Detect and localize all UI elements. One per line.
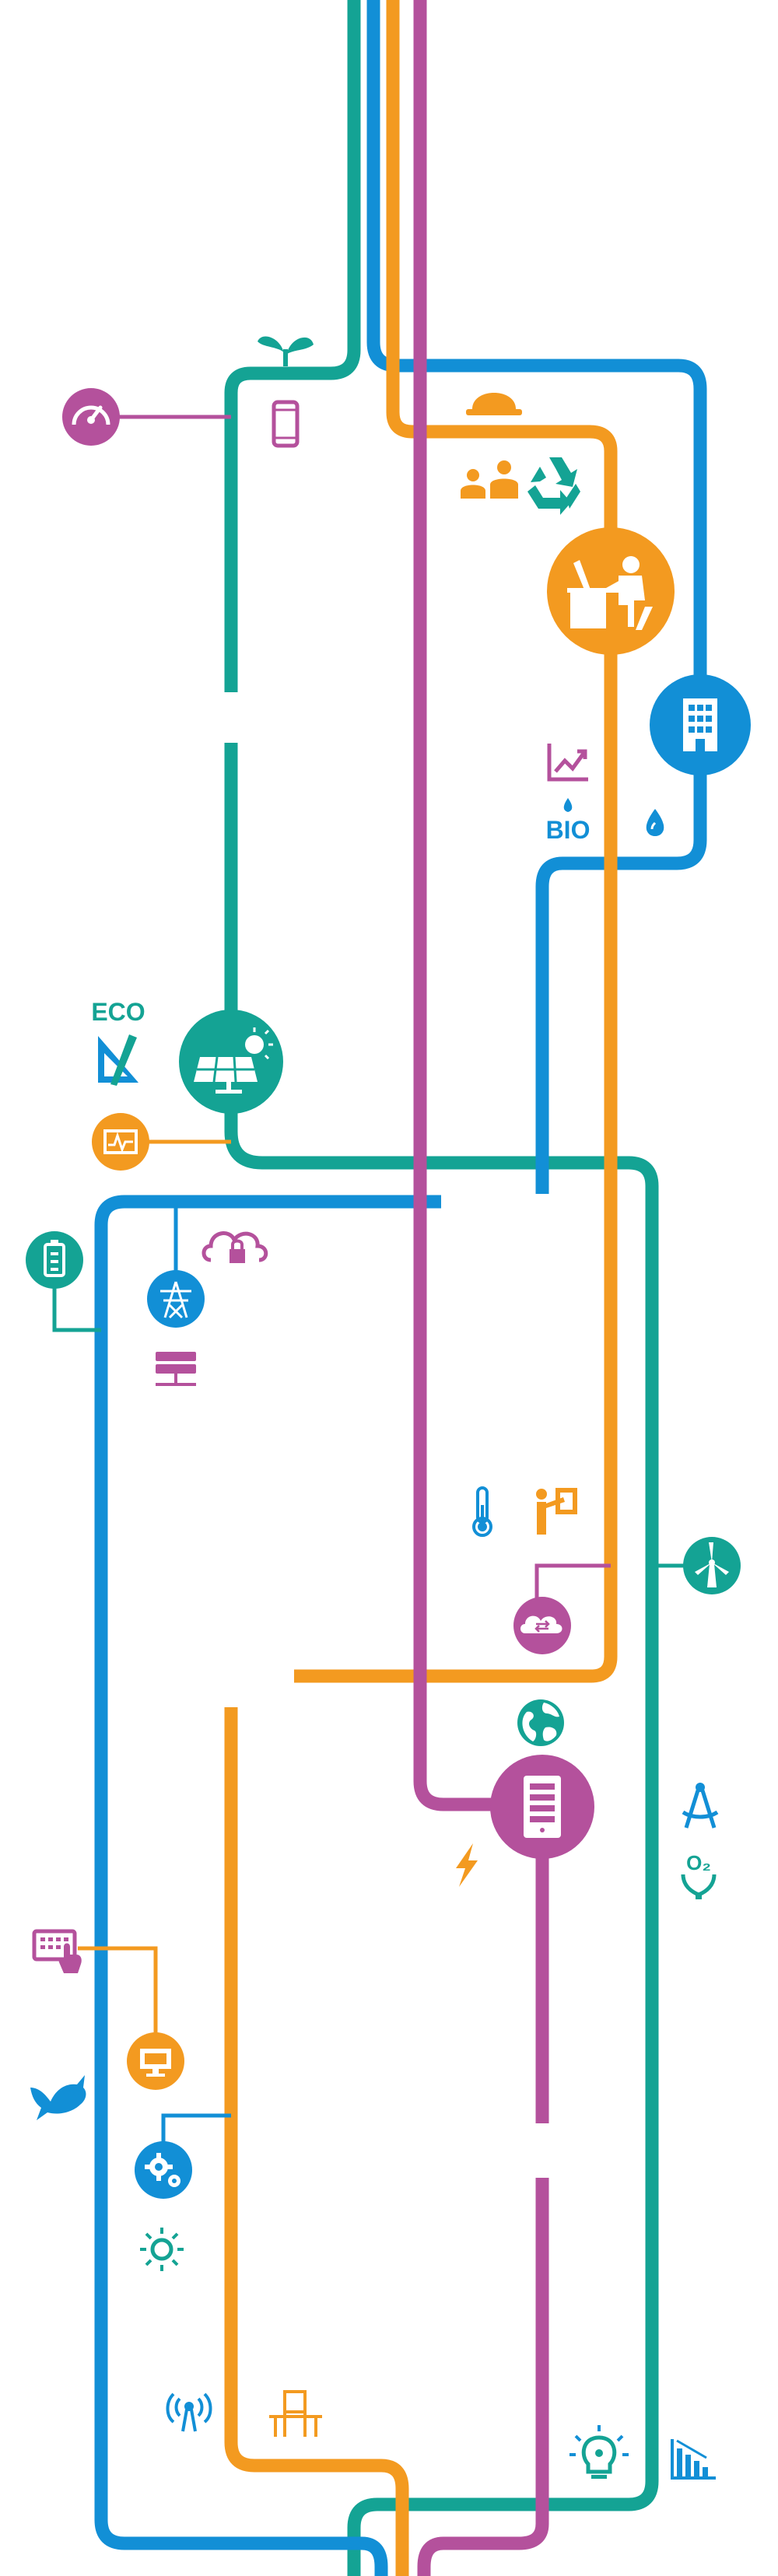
oxygen-label: O₂ xyxy=(686,1851,711,1874)
tablet-touch-icon xyxy=(32,1929,82,1973)
solar-panel-icon xyxy=(179,1010,283,1114)
wind-turbine-icon xyxy=(683,1537,741,1594)
gears-icon xyxy=(135,2141,192,2199)
eco-label: ECO xyxy=(91,998,145,1026)
teal-line xyxy=(224,0,659,2576)
battery-connector xyxy=(52,1276,101,1332)
mobile-phone-icon xyxy=(272,400,300,448)
office-building-icon xyxy=(650,674,751,775)
bio-label: BIO xyxy=(546,816,591,844)
worker-sign-icon xyxy=(536,1488,577,1535)
gauge-icon xyxy=(62,388,120,446)
blue-line xyxy=(94,0,707,2576)
tablet-connector xyxy=(78,1946,158,2038)
oscilloscope-icon xyxy=(92,1113,149,1171)
magenta-line xyxy=(413,0,549,2576)
declining-chart-icon xyxy=(671,2439,716,2480)
lightning-icon xyxy=(456,1843,478,1887)
recycle-icon xyxy=(527,457,580,515)
cloud-lock-icon xyxy=(202,1231,268,1263)
server-icon xyxy=(490,1755,594,1859)
drafting-tools-icon xyxy=(98,1034,138,1086)
monitor-icon xyxy=(127,2032,184,2090)
power-pylon-icon xyxy=(147,1270,205,1328)
antenna-icon xyxy=(166,2392,212,2432)
thermometer-icon xyxy=(472,1486,492,1537)
oxygen-icon: O₂ xyxy=(681,1851,717,1899)
growth-chart-icon xyxy=(547,744,588,782)
bio-icon: BIO xyxy=(546,798,591,844)
eco-label-icon: ECO xyxy=(91,998,145,1026)
office-worker-icon xyxy=(547,527,675,655)
battery-icon xyxy=(26,1231,83,1289)
compass-icon xyxy=(682,1783,719,1829)
people-icon xyxy=(461,460,518,499)
light-bulb-icon xyxy=(569,2425,629,2479)
bird-icon xyxy=(30,2075,86,2120)
cloud-sync-icon xyxy=(513,1597,571,1654)
globe-icon xyxy=(517,1699,564,1746)
server-stack-icon xyxy=(156,1352,196,1386)
sun-icon xyxy=(140,2228,184,2271)
water-drop-icon xyxy=(646,809,664,836)
hard-hat-icon xyxy=(466,393,522,415)
desk-chair-icon xyxy=(269,2390,322,2437)
sprout-icon xyxy=(258,336,314,366)
orange-line xyxy=(224,0,618,2576)
